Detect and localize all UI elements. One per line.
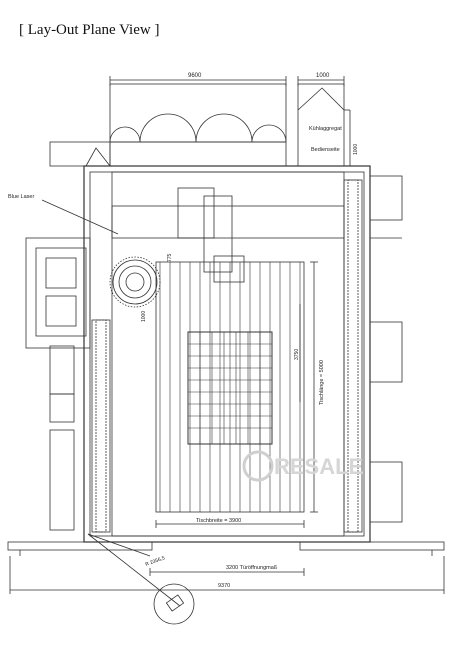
page-title: [ Lay-Out Plane View ]	[19, 22, 160, 38]
watermark: RESALE	[242, 450, 363, 482]
cooling-unit-label: Kühlaggregat	[309, 126, 342, 132]
overall-width-label: 9370	[218, 583, 230, 589]
table-length-inner-label: 3750	[294, 349, 300, 360]
dim-1000-label: 1000	[141, 311, 147, 322]
table-width-label: Tischbreite = 3900	[196, 518, 241, 524]
operator-side-label: Bedienseite	[311, 147, 340, 153]
operator-dim-label: 1000	[353, 144, 359, 155]
table-length-label: Tischlänge = 5000	[319, 360, 325, 405]
dim-top-label: 9600	[188, 73, 202, 79]
dim-top-right-label: 1000	[316, 73, 330, 79]
door-opening-label: 3200 Türöffnungmaß	[226, 565, 278, 571]
blue-laser-label: Blue Laser	[8, 194, 34, 200]
dim-775-label: 775	[167, 253, 173, 262]
svg-text:RESALE: RESALE	[274, 454, 363, 479]
radius-label: R 2356,5	[145, 555, 166, 568]
